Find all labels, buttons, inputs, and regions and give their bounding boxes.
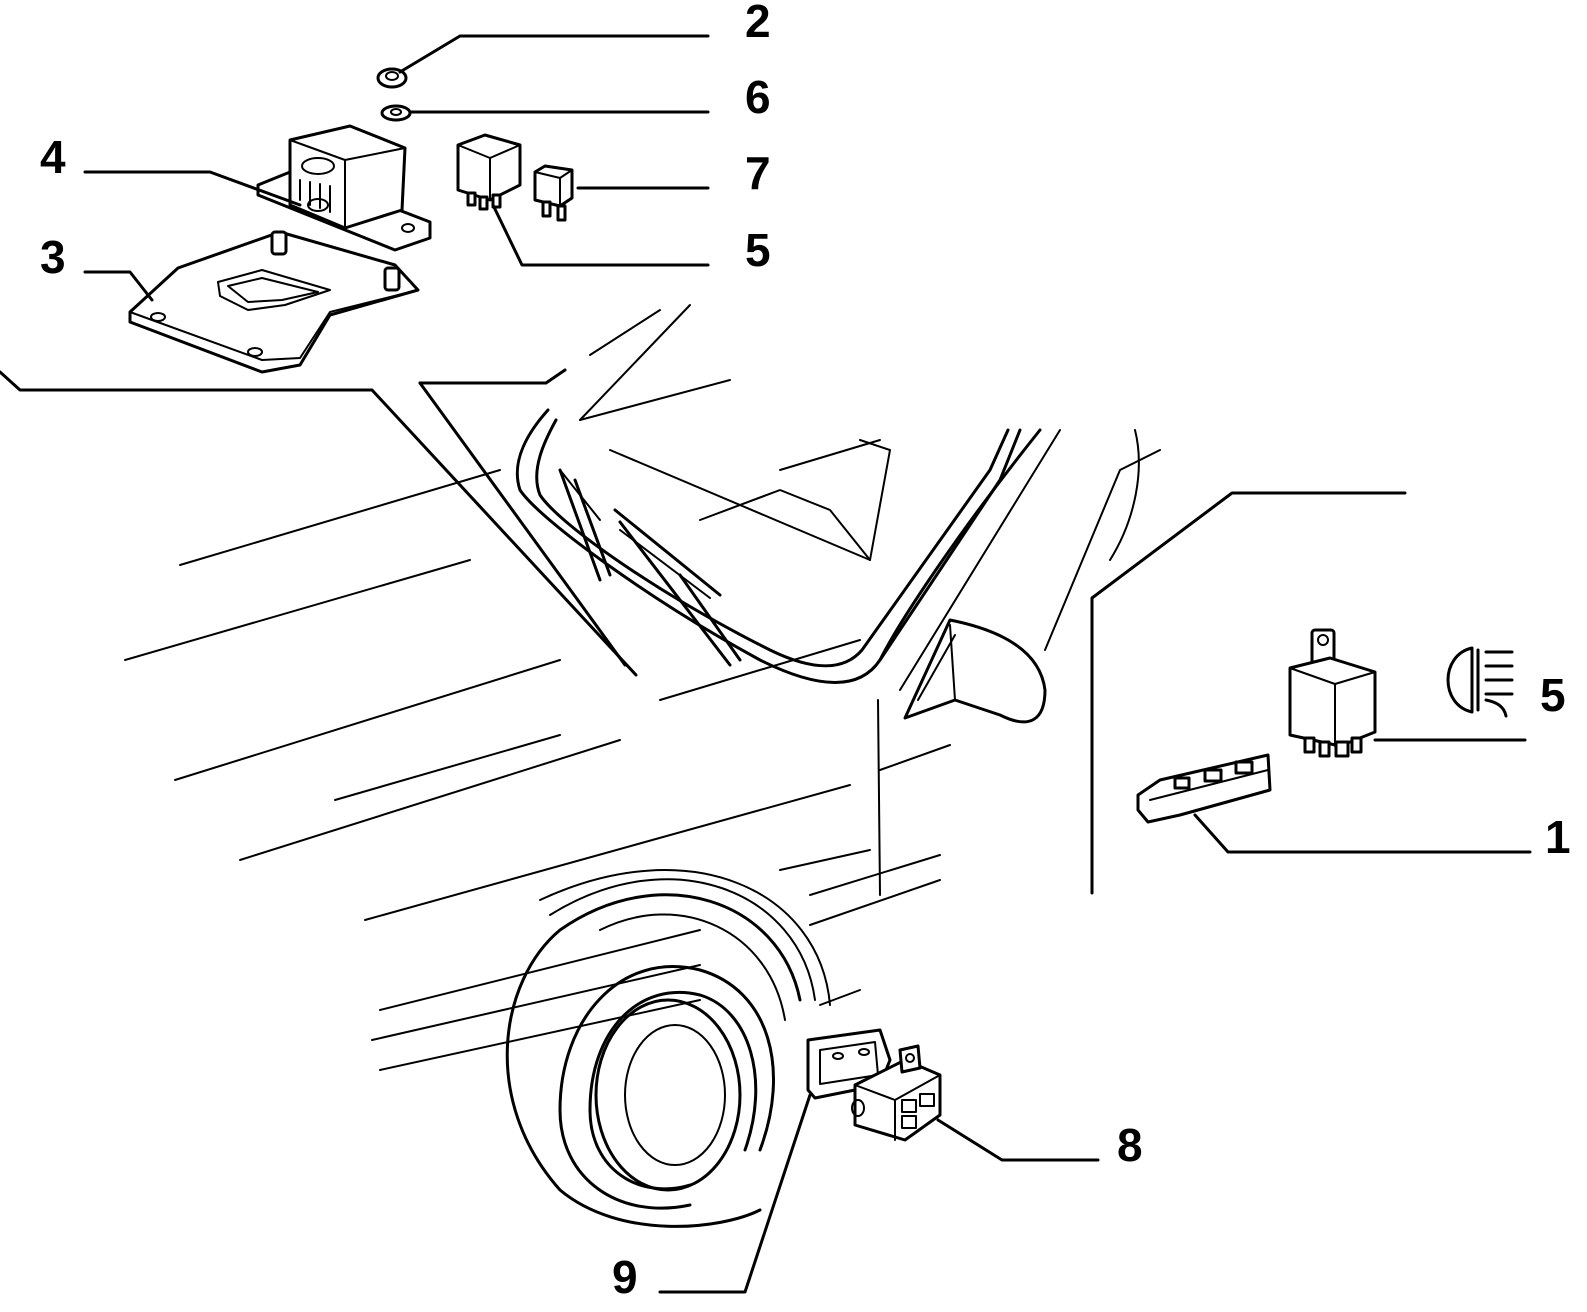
leader-lines [0, 34, 1532, 1294]
callout-5-right: 5 [1540, 669, 1566, 721]
part-7-fuse [533, 164, 574, 222]
part-6-washer [380, 104, 412, 122]
callout-4: 4 [40, 131, 66, 183]
part-5-relay-right [1288, 628, 1377, 758]
rear-fog-light-icon [1446, 646, 1514, 718]
callout-6: 6 [745, 71, 771, 123]
callout-9: 9 [612, 1251, 638, 1303]
car-body-outline [124, 304, 1161, 1228]
callout-3: 3 [40, 231, 66, 283]
part-5-relay-top [456, 133, 522, 211]
callout-7: 7 [745, 147, 771, 199]
callout-1: 1 [1545, 811, 1571, 863]
callout-5-top: 5 [745, 224, 771, 276]
part-8-connector-block [851, 1044, 942, 1142]
part-2-nut [376, 67, 408, 89]
part-1-fuse-holder [1136, 753, 1272, 824]
part-4-control-module [256, 124, 432, 252]
callout-2: 2 [745, 0, 771, 47]
callout-8: 8 [1117, 1119, 1143, 1171]
part-3-mounting-plate [128, 230, 420, 374]
